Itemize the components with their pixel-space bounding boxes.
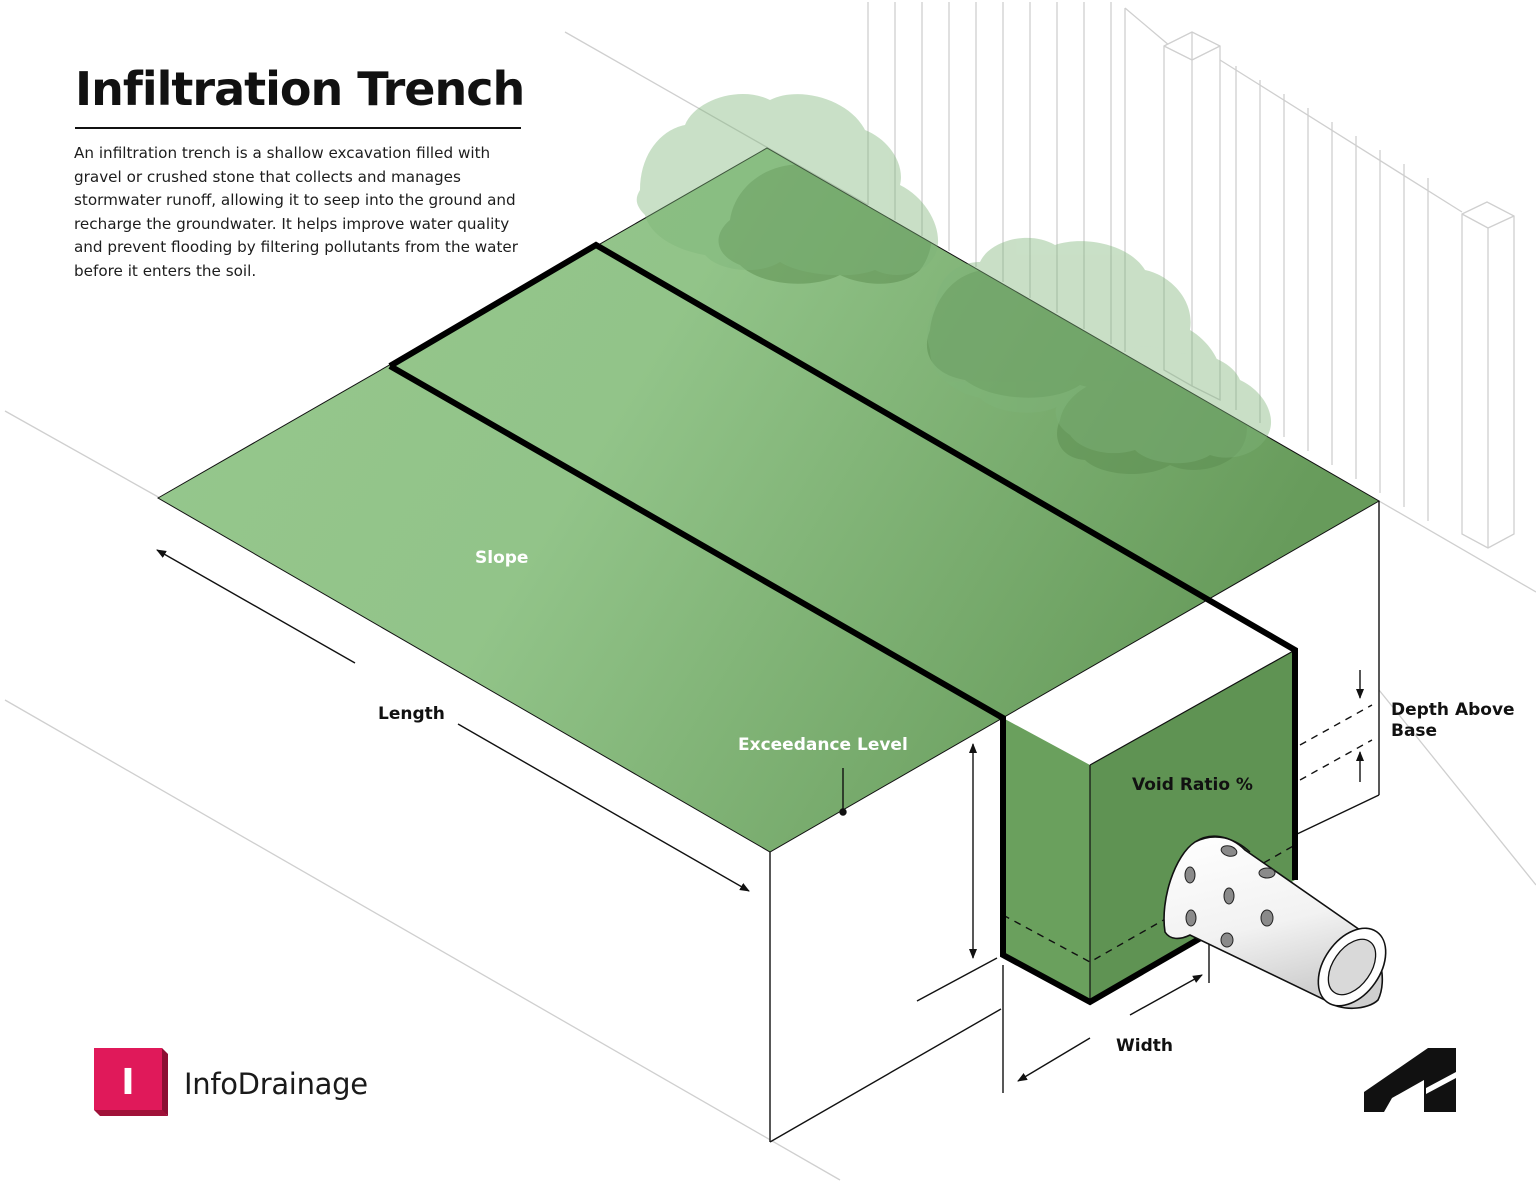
description-text: An infiltration trench is a shallow exca…: [74, 144, 519, 280]
label-exceedance-level: Exceedance Level: [738, 735, 908, 755]
label-length: Length: [378, 704, 445, 724]
exceedance-dimension: [839, 743, 998, 1002]
infodrainage-brand: I InfoDrainage: [92, 1048, 368, 1120]
pipe-perforations: [1184, 845, 1276, 948]
perforated-pipe: [1163, 835, 1387, 1010]
infodrainage-logo-letter: I: [121, 1062, 134, 1103]
label-void-ratio: Void Ratio %: [1132, 775, 1253, 795]
length-dimension: [156, 549, 750, 892]
trench-outline: [388, 241, 1298, 1006]
autodesk-logo-icon: [1364, 1048, 1456, 1112]
trench-recess: [1002, 649, 1296, 1002]
brand-name: InfoDrainage: [184, 1067, 368, 1101]
label-width: Width: [1116, 1036, 1173, 1056]
infodrainage-logo-icon: I: [94, 1048, 168, 1116]
title-divider: [75, 127, 521, 129]
tree-canopies: [636, 94, 1272, 464]
width-dimension: [1002, 944, 1210, 1093]
label-depth-above-base: Depth Above Base: [1391, 700, 1515, 741]
fence: [867, 2, 1515, 549]
depth-above-base-marker: [1299, 670, 1373, 782]
background-lines: [4, 31, 1536, 1181]
page-title: Infiltration Trench: [75, 62, 525, 116]
label-slope: Slope: [475, 548, 529, 568]
